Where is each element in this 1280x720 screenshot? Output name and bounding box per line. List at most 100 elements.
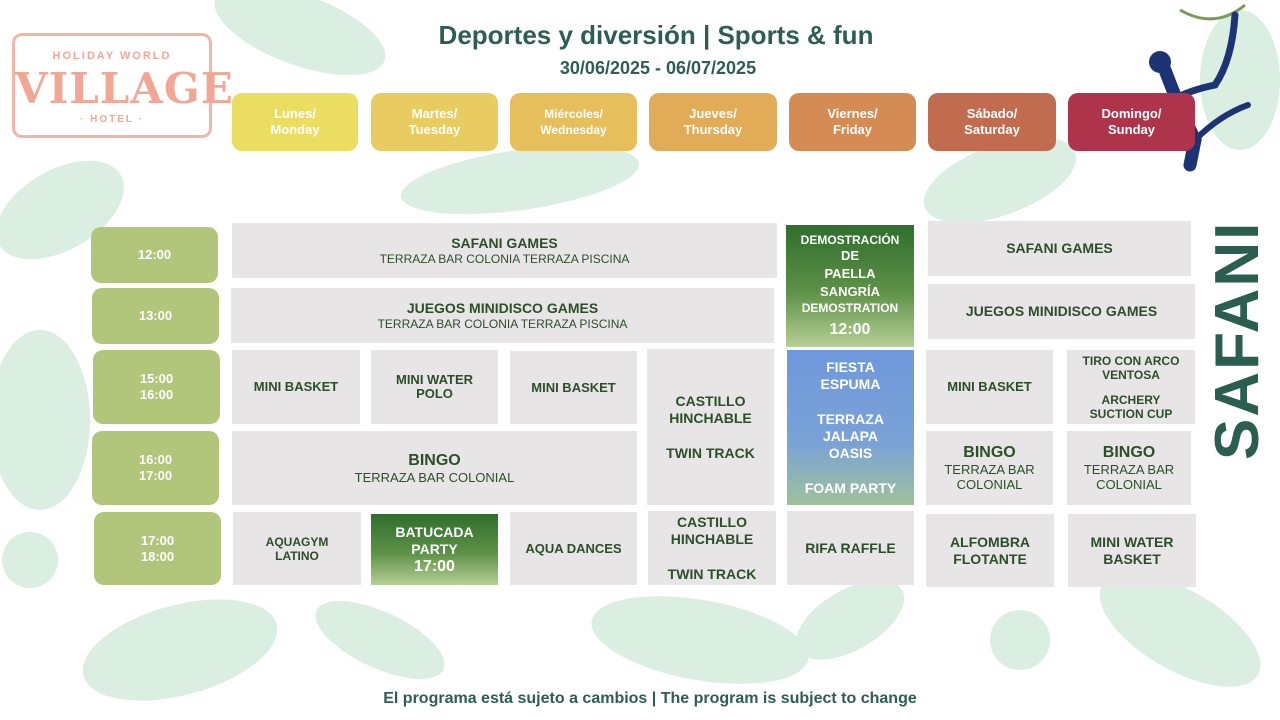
activity-title: BINGO [1102,444,1156,461]
day-en: Monday [270,122,320,137]
activity-line: JALAPA [823,427,878,444]
activity-paella-demo: DEMOSTRACIÓN DE PAELLA SANGRÍA DEMOSTRAT… [786,225,914,347]
activity-title: SAFANI GAMES [1006,240,1113,256]
time-start: 16:00 [138,452,173,467]
activity-line: MINI WATER [395,372,474,387]
activity-bingo-sunday: BINGO TERRAZA BAR COLONIAL [1067,431,1191,505]
day-header-sunday: Domingo/Sunday [1068,93,1195,151]
activity-location: TERRAZA BAR COLONIAL [354,469,515,485]
activity-line: LATINO [275,548,319,563]
activity-alfombra-flotante: ALFOMBRA FLOTANTE [926,514,1054,587]
day-en: Sunday [1108,122,1155,137]
day-es: Domingo/ [1101,106,1162,121]
day-en: Thursday [683,122,743,137]
activity-mini-water-basket: MINI WATER BASKET [1068,514,1196,587]
activity-juegos-minidisco: JUEGOS MINIDISCO GAMES TERRAZA BAR COLON… [231,288,774,343]
activity-time: 17:00 [414,557,455,575]
activity-line: ALFOMBRA [949,533,1031,550]
activity-line: FIESTA [826,358,875,375]
activity-line: CASTILLO [677,513,747,530]
activity-line: PARTY [411,540,458,557]
day-header-monday: Lunes/Monday [232,93,358,151]
activity-location: TERRAZA BAR [944,462,1035,477]
activity-fiesta-espuma: FIESTA ESPUMA TERRAZA JALAPA OASIS FOAM … [787,350,914,505]
day-en: Tuesday [408,122,461,137]
activity-line: SANGRÍA [820,284,880,299]
day-es: Miércoles/ [544,107,603,121]
activity-line: TERRAZA [817,410,884,427]
activity-mini-water-polo: MINI WATER POLO [371,350,498,424]
day-es: Sábado/ [966,106,1018,121]
activity-line: DE [840,248,860,263]
time-slot-13: 13:00 [92,288,219,344]
activity-castillo-hinchable: CASTILLO HINCHABLE TWIN TRACK [647,349,774,505]
day-header-tuesday: Martes/Tuesday [371,93,498,151]
time-end: 18:00 [140,548,175,564]
footer-note: El programa está sujeto a cambios | The … [383,690,917,707]
day-header-friday: Viernes/Friday [789,93,916,151]
logo-top-text: HOLIDAY WORLD [52,50,172,62]
activity-mini-basket: MINI BASKET [232,350,360,424]
activity-title: JUEGOS MINIDISCO GAMES [406,299,599,316]
day-en: Saturday [964,122,1020,137]
time-start: 15:00 [139,371,174,386]
time-start: 17:00 [140,532,175,548]
day-header-thursday: Jueves/Thursday [649,93,777,151]
activity-juegos-minidisco-weekend: JUEGOS MINIDISCO GAMES [928,284,1195,339]
day-es: Martes/ [411,106,458,121]
day-header-saturday: Sábado/Saturday [928,93,1056,151]
activity-line: TWIN TRACK [667,565,757,582]
activity-title: AQUA DANCES [525,540,622,556]
time-start: 13:00 [138,308,173,323]
activity-line: BATUCADA [395,523,474,540]
logo-main-text: VILLAGE [15,64,234,113]
activity-line: ARCHERY [1101,392,1161,407]
activity-location: COLONIAL [956,477,1023,492]
activity-line: FLOTANTE [953,550,1027,567]
activity-location: TERRAZA BAR [1083,462,1175,477]
day-es: Viernes/ [827,106,878,121]
activity-line: AQUAGYM [265,534,329,549]
activity-line: FOAM PARTY [804,479,897,496]
activity-mini-basket: MINI BASKET [510,351,637,424]
activity-bingo-saturday: BINGO TERRAZA BAR COLONIAL [926,431,1053,505]
day-header-wednesday: Miércoles/Wednesday [510,93,637,151]
page-title: Deportes y diversión | Sports & fun [438,20,874,50]
activity-line: PAELLA [824,266,876,281]
activity-line: CASTILLO [675,392,746,409]
activity-castillo-hinchable: CASTILLO HINCHABLE TWIN TRACK [648,511,776,585]
day-es: Lunes/ [274,106,316,121]
activity-title: MINI BASKET [253,379,339,394]
activity-line: TIRO CON ARCO [1082,353,1180,368]
activity-mini-basket: MINI BASKET [926,350,1053,424]
activity-line: DEMOSTRACIÓN [800,233,900,247]
time-end: 17:00 [138,468,173,483]
time-end: 16:00 [139,387,174,402]
activity-title: MINI BASKET [531,379,616,395]
day-en: Wednesday [540,123,607,137]
activity-bingo: BINGO TERRAZA BAR COLONIAL [232,431,637,505]
logo-bottom-text: · HOTEL · [80,114,144,125]
activity-location: COLONIAL [1096,477,1162,492]
activity-line: HINCHABLE [669,409,752,426]
activity-title: SAFANI GAMES [451,234,558,251]
activity-title: RIFA RAFFLE [805,539,896,556]
activity-tiro-con-arco: TIRO CON ARCO VENTOSA ARCHERY SUCTION CU… [1067,350,1195,424]
activity-line: DEMOSTRATION [801,301,899,315]
safani-brand: SAFANI [1203,220,1272,460]
activity-line: VENTOSA [1102,367,1160,382]
activity-title: BINGO [408,451,461,469]
hotel-logo: HOLIDAY WORLD VILLAGE · HOTEL · [12,33,234,138]
activity-title: MINI BASKET [947,379,1032,394]
activity-line: ESPUMA [820,375,881,392]
activity-title: JUEGOS MINIDISCO GAMES [965,303,1158,319]
activity-location: TERRAZA BAR COLONIA TERRAZA PISCINA [379,251,630,266]
day-en: Friday [832,122,872,137]
date-range: 30/06/2025 - 06/07/2025 [559,58,757,78]
activity-batucada-party: BATUCADA PARTY 17:00 [371,514,498,585]
activity-line: BASKET [1103,550,1161,567]
time-slot-12: 12:00 [91,227,218,283]
